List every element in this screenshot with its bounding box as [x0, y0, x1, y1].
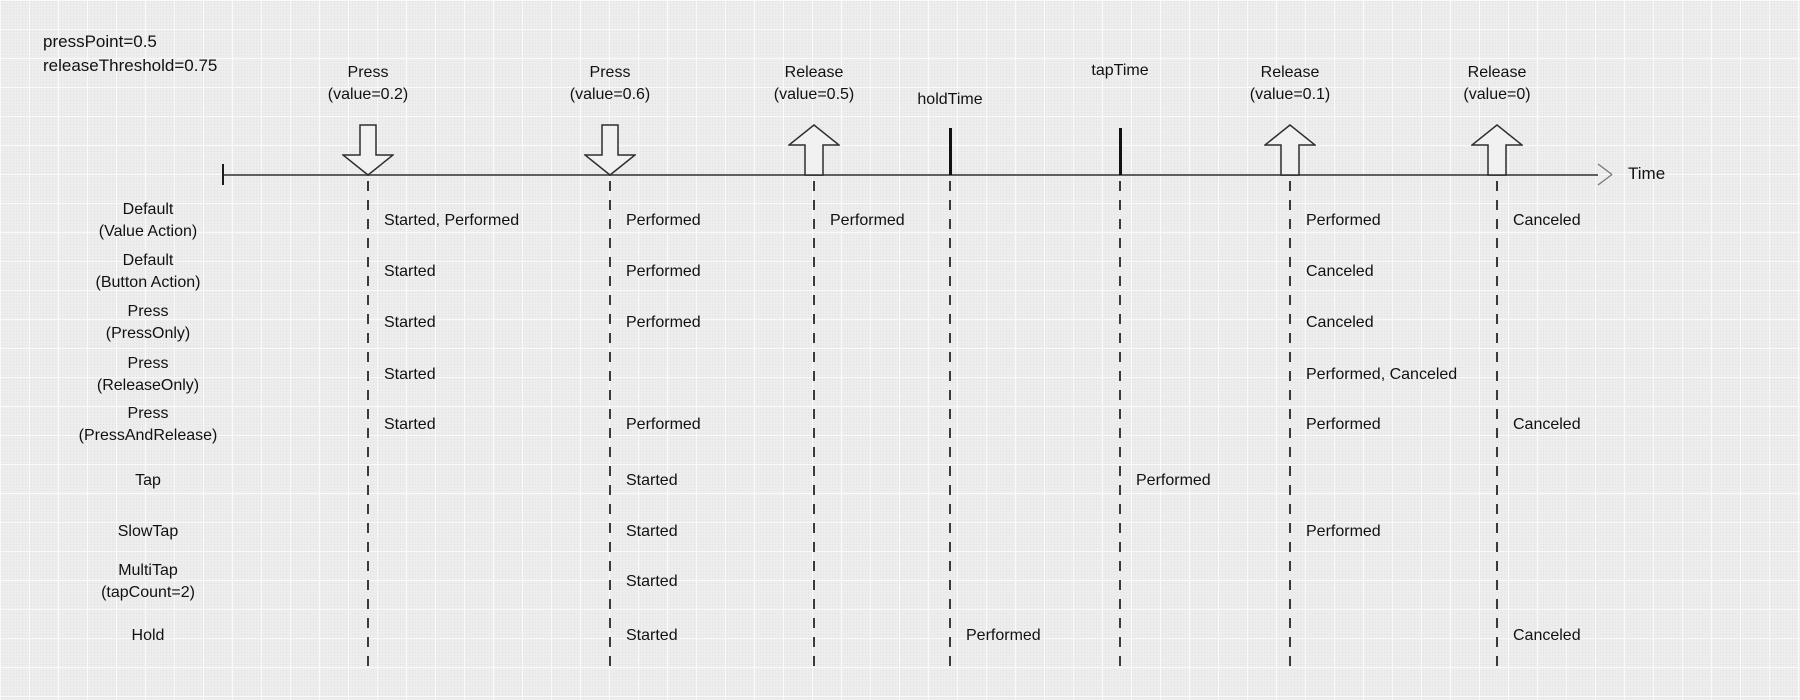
- row-label-multitap-tapcount-2: MultiTap (tapCount=2): [0, 560, 296, 604]
- event-label-release-value-0: Release (value=0): [1463, 62, 1530, 106]
- row-label-press-pressandrelease: Press (PressAndRelease): [0, 403, 296, 447]
- row-label-line: (Button Action): [95, 274, 201, 291]
- annotation-default-value-action-release-value-01: Performed: [1306, 212, 1381, 229]
- annotation-slowtap-release-value-01: Performed: [1306, 523, 1381, 540]
- annotation-press-releaseonly-press-value-02: Started: [384, 366, 436, 383]
- annotation-tap-press-value-06: Started: [626, 472, 678, 489]
- up-arrow-icon-release-value-05: [788, 124, 840, 176]
- annotation-default-button-action-release-value-01: Canceled: [1306, 263, 1374, 280]
- event-label-line: tapTime: [1091, 62, 1149, 79]
- annotation-multitap-tapcount-2-press-value-06: Started: [626, 573, 678, 590]
- row-label-press-pressonly: Press (PressOnly): [0, 301, 296, 345]
- annotation-press-pressonly-release-value-01: Canceled: [1306, 314, 1374, 331]
- event-label-line: Release: [1467, 64, 1527, 81]
- annotation-press-pressandrelease-release-value-01: Performed: [1306, 416, 1381, 433]
- event-label-line: (value=0): [1463, 86, 1531, 103]
- row-label-line: Hold: [131, 627, 165, 644]
- row-label-line: (PressOnly): [105, 325, 191, 342]
- tick-marker-hold-time: [948, 128, 952, 175]
- annotation-slowtap-press-value-06: Started: [626, 523, 678, 540]
- row-label-line: Press: [127, 303, 169, 320]
- dashed-guide-release-value-05: [813, 181, 815, 668]
- down-arrow-icon-press-value-02: [342, 124, 394, 176]
- event-label-line: (value=0.6): [569, 86, 651, 103]
- row-label-tap: Tap: [0, 470, 296, 492]
- annotation-press-pressandrelease-release-value-0: Canceled: [1513, 416, 1581, 433]
- event-label-line: Press: [347, 64, 389, 81]
- time-axis-start-tick: [222, 164, 224, 185]
- down-arrow-icon-press-value-06: [584, 124, 636, 176]
- event-label-line: (value=0.5): [773, 86, 855, 103]
- dashed-guide-press-value-06: [609, 181, 611, 668]
- row-label-line: SlowTap: [117, 523, 179, 540]
- event-label-line: Press: [589, 64, 631, 81]
- row-label-hold: Hold: [0, 625, 296, 647]
- row-label-line: (Value Action): [98, 223, 198, 240]
- event-label-line: (value=0.1): [1249, 86, 1331, 103]
- annotation-press-pressandrelease-press-value-06: Performed: [626, 416, 701, 433]
- event-label-press-value-02: Press (value=0.2): [328, 62, 409, 106]
- annotation-default-value-action-release-value-0: Canceled: [1513, 212, 1581, 229]
- annotation-default-value-action-release-value-05: Performed: [830, 212, 905, 229]
- event-label-line: Release: [1260, 64, 1320, 81]
- release-threshold-param: releaseThreshold=0.75: [43, 56, 218, 75]
- time-axis-line: [224, 174, 1598, 176]
- press-point-param: pressPoint=0.5: [43, 32, 157, 51]
- row-label-line: (ReleaseOnly): [96, 377, 200, 394]
- time-axis-arrowhead-icon: [1597, 163, 1613, 186]
- row-label-line: MultiTap: [118, 562, 178, 579]
- dashed-guide-release-value-01: [1289, 181, 1291, 668]
- up-arrow-icon-release-value-01: [1264, 124, 1316, 176]
- time-axis-label: Time: [1628, 164, 1666, 183]
- annotation-press-pressonly-press-value-06: Performed: [626, 314, 701, 331]
- event-label-release-value-05: Release (value=0.5): [774, 62, 855, 106]
- event-label-tap-time: tapTime: [1091, 60, 1148, 82]
- row-label-line: Press: [127, 405, 169, 422]
- tick-marker-tap-time: [1118, 128, 1122, 175]
- annotation-press-releaseonly-release-value-01: Performed, Canceled: [1306, 366, 1458, 383]
- annotation-hold-hold-time: Performed: [966, 627, 1041, 644]
- dashed-guide-release-value-0: [1496, 181, 1498, 668]
- row-label-slowtap: SlowTap: [0, 521, 296, 543]
- annotation-default-value-action-press-value-02: Started, Performed: [384, 212, 520, 229]
- annotation-hold-press-value-06: Started: [626, 627, 678, 644]
- dashed-guide-press-value-02: [367, 181, 369, 668]
- up-arrow-icon-release-value-0: [1471, 124, 1523, 176]
- row-label-default-value-action: Default (Value Action): [0, 199, 296, 243]
- event-label-hold-time: holdTime: [917, 89, 982, 111]
- annotation-hold-release-value-0: Canceled: [1513, 627, 1581, 644]
- annotation-default-value-action-press-value-06: Performed: [626, 212, 701, 229]
- event-label-release-value-01: Release (value=0.1): [1250, 62, 1331, 106]
- row-label-line: Press: [127, 355, 169, 372]
- event-label-line: Release: [784, 64, 844, 81]
- row-label-line: (tapCount=2): [101, 584, 195, 601]
- row-label-line: Default: [122, 201, 174, 218]
- annotation-press-pressandrelease-press-value-02: Started: [384, 416, 436, 433]
- event-label-press-value-06: Press (value=0.6): [570, 62, 651, 106]
- dashed-guide-hold-time: [949, 181, 951, 668]
- annotation-default-button-action-press-value-02: Started: [384, 263, 436, 280]
- event-label-line: holdTime: [917, 91, 983, 108]
- annotation-tap-tap-time: Performed: [1136, 472, 1211, 489]
- annotation-press-pressonly-press-value-02: Started: [384, 314, 436, 331]
- row-label-default-button-action: Default (Button Action): [0, 250, 296, 294]
- row-label-press-releaseonly: Press (ReleaseOnly): [0, 353, 296, 397]
- event-label-line: (value=0.2): [327, 86, 409, 103]
- annotation-default-button-action-press-value-06: Performed: [626, 263, 701, 280]
- row-label-line: (PressAndRelease): [78, 427, 218, 444]
- row-label-line: Tap: [135, 472, 161, 489]
- row-label-line: Default: [122, 252, 174, 269]
- parameters-block: pressPoint=0.5 releaseThreshold=0.75: [43, 30, 217, 78]
- dashed-guide-tap-time: [1119, 181, 1121, 668]
